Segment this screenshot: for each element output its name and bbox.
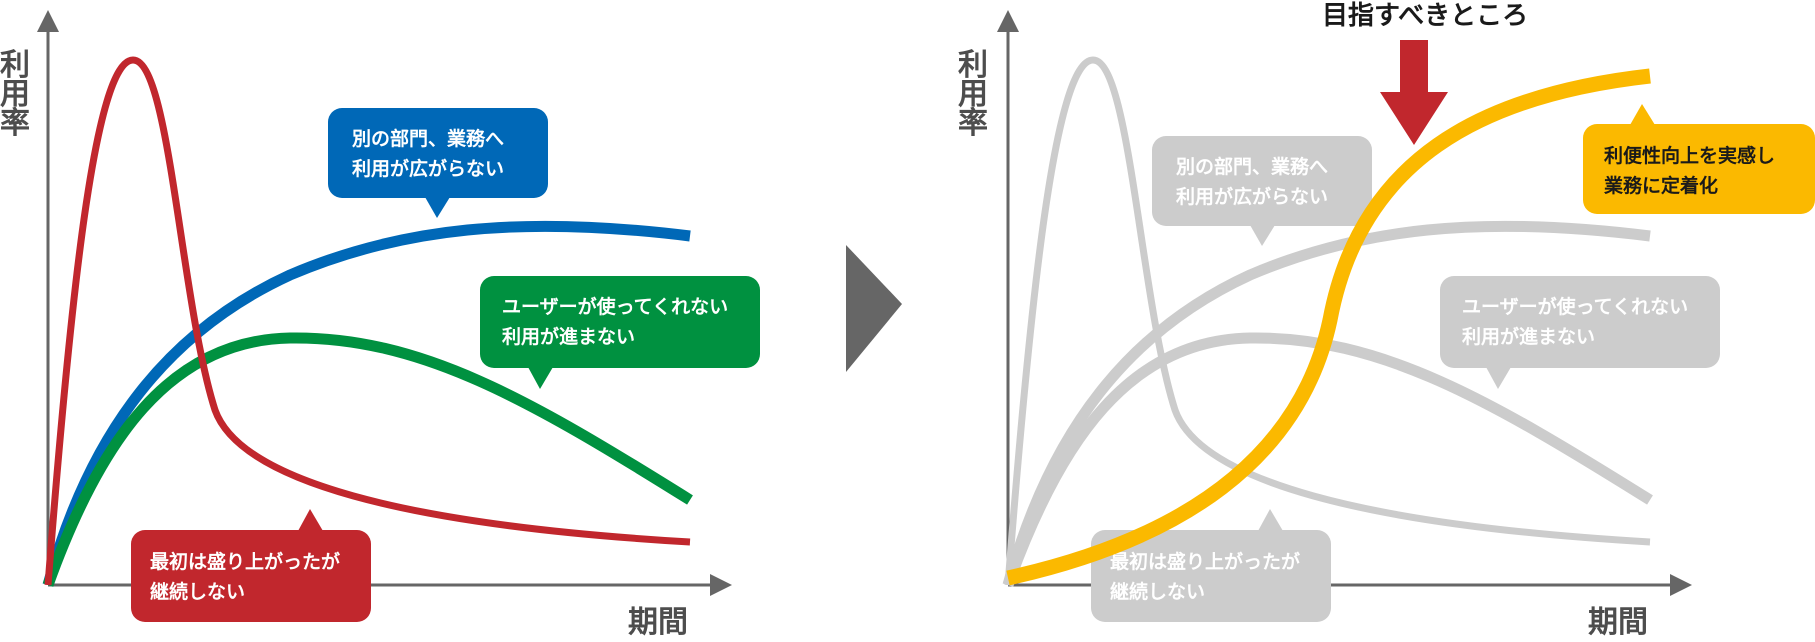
left-blue-bubble-line-1: 別の部門、業務へ <box>352 127 504 150</box>
left-x-axis-arrow <box>710 574 732 596</box>
right-yellow-bubble-line-2: 業務に定着化 <box>1603 174 1718 197</box>
right-gray-bubble-top: 別の部門、業務へ 利用が広がらない <box>1152 136 1372 246</box>
left-red-bubble-line-2: 継続しない <box>150 580 245 603</box>
right-gray-bubble-bottom-line-2: 継続しない <box>1110 580 1205 603</box>
right-x-axis-label: 期間 <box>1588 605 1648 640</box>
right-gray-curve-decline <box>1002 332 1653 587</box>
left-green-bubble-line-2: 利用が進まない <box>502 325 635 348</box>
right-gray-bubble-mid: ユーザーが使ってくれない 利用が進まない <box>1440 276 1720 389</box>
right-yellow-bubble: 利便性向上を実感し 業務に定着化 <box>1583 104 1815 214</box>
left-red-bubble-line-1: 最初は盛り上がったが <box>150 550 340 573</box>
left-red-curve <box>44 56 691 586</box>
right-yellow-bubble-line-1: 利便性向上を実感し <box>1604 144 1775 167</box>
target-down-arrow-icon <box>1380 40 1448 145</box>
right-gray-bubble-top-line-2: 利用が広がらない <box>1176 185 1328 208</box>
right-gray-bubble-mid-line-2: 利用が進まない <box>1462 325 1595 348</box>
left-y-axis-arrow <box>37 10 59 32</box>
right-panel: 利 用 率 期間 別の部門、業務へ 利用が広がらない ユーザーが使ってくれない … <box>958 1 1815 640</box>
left-blue-bubble: 別の部門、業務へ 利用が広がらない <box>328 108 548 218</box>
right-x-axis-arrow <box>1670 574 1692 596</box>
left-y-axis-label-2: 用 <box>0 77 30 112</box>
right-gray-bubble-bottom: 最初は盛り上がったが 継続しない <box>1091 509 1331 622</box>
left-panel: 利 用 率 期間 別の部門、業務へ 利用が広がらない ユーザーが使ってくれない … <box>0 10 760 640</box>
target-label: 目指すべきところ <box>1322 1 1528 31</box>
right-y-axis-label-2: 用 <box>958 77 988 112</box>
left-green-bubble-line-1: ユーザーが使ってくれない <box>502 295 728 318</box>
right-y-axis-label-1: 利 <box>958 48 988 83</box>
left-y-axis-label-3: 率 <box>0 106 30 141</box>
left-green-curve <box>42 332 693 587</box>
left-y-axis-label-1: 利 <box>0 48 30 83</box>
left-green-bubble: ユーザーが使ってくれない 利用が進まない <box>480 276 760 389</box>
right-y-axis-arrow <box>997 10 1019 32</box>
left-x-axis-label: 期間 <box>628 605 688 640</box>
left-blue-bubble-line-2: 利用が広がらない <box>352 157 504 180</box>
right-gray-bubble-bottom-line-1: 最初は盛り上がったが <box>1110 550 1300 573</box>
right-gray-curve-spike <box>1004 56 1651 586</box>
right-gray-bubble-mid-line-1: ユーザーが使ってくれない <box>1462 295 1688 318</box>
right-gray-bubble-top-line-1: 別の部門、業務へ <box>1176 155 1328 178</box>
right-gray-curve-plateau <box>1002 220 1651 587</box>
right-yellow-target-curve <box>1006 68 1651 586</box>
transition-arrow-icon <box>846 245 902 372</box>
right-y-axis-label-3: 率 <box>958 106 988 141</box>
left-blue-curve <box>42 220 691 587</box>
left-red-bubble: 最初は盛り上がったが 継続しない <box>131 509 371 622</box>
